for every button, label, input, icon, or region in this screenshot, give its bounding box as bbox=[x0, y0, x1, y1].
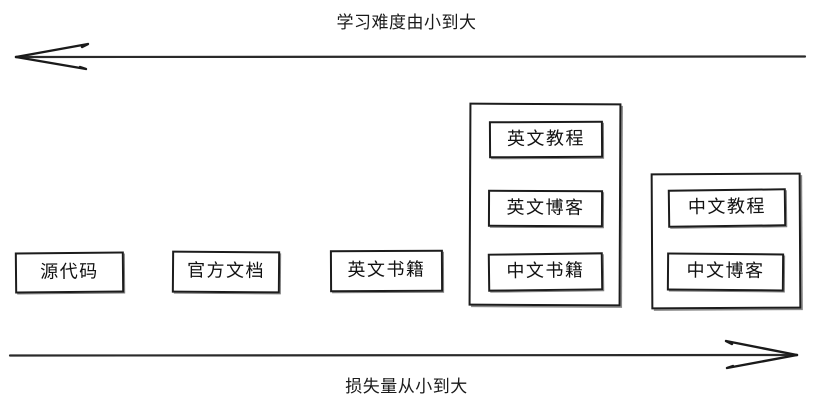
node-label: 英文教程 bbox=[506, 127, 586, 150]
bottom-axis-label: 损失量从小到大 bbox=[345, 377, 468, 397]
arrow-right-icon bbox=[8, 339, 799, 370]
arrow-left-icon bbox=[14, 42, 807, 71]
node-box-english-tutorial[interactable]: 英文教程 bbox=[488, 120, 604, 159]
node-label: 中文博客 bbox=[686, 260, 765, 282]
node-box-source-code[interactable]: 源代码 bbox=[14, 251, 125, 294]
node-label: 官方文档 bbox=[186, 260, 266, 282]
node-box-chinese-tutorial[interactable]: 中文教程 bbox=[667, 188, 787, 228]
node-box-official-docs[interactable]: 官方文档 bbox=[171, 250, 281, 294]
node-box-english-blog[interactable]: 英文博客 bbox=[487, 189, 604, 228]
node-label: 中文教程 bbox=[687, 196, 767, 218]
node-label: 英文博客 bbox=[506, 196, 585, 219]
node-label: 英文书籍 bbox=[347, 259, 426, 281]
node-box-english-books[interactable]: 英文书籍 bbox=[329, 249, 444, 293]
top-axis-label: 学习难度由小到大 bbox=[336, 13, 477, 33]
top-axis-arrow bbox=[14, 42, 807, 71]
node-label: 源代码 bbox=[40, 260, 99, 283]
node-label: 中文书籍 bbox=[506, 260, 585, 282]
node-box-chinese-books[interactable]: 中文书籍 bbox=[487, 252, 604, 292]
node-box-chinese-blog[interactable]: 中文博客 bbox=[666, 252, 785, 292]
